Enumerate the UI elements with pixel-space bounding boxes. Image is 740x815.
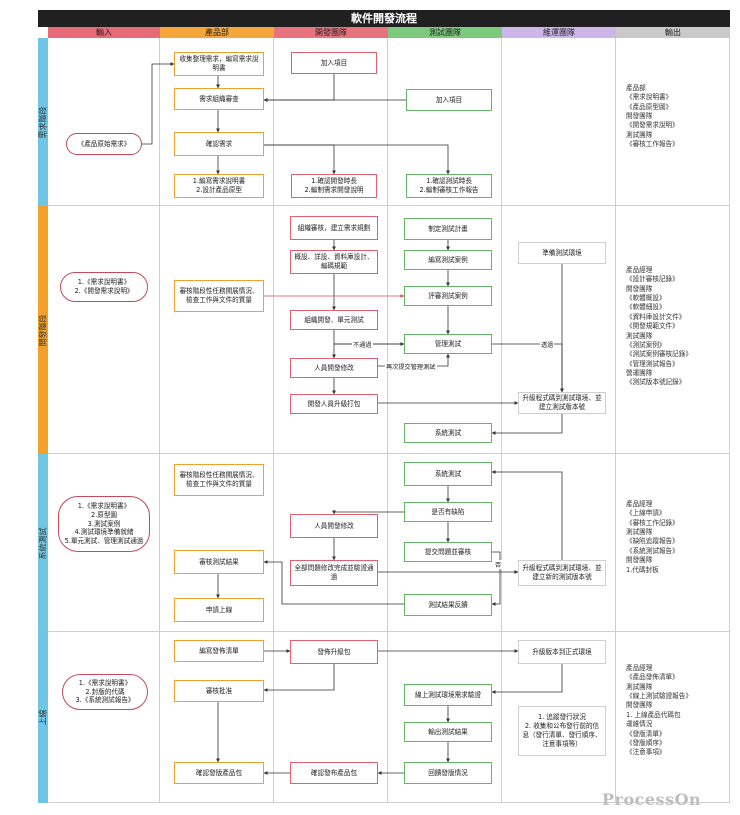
grid-cell: [274, 38, 388, 206]
grid-cell: [502, 38, 616, 206]
grid-cell: [48, 206, 160, 454]
p1-confirm-requirements[interactable]: 確認需求: [174, 132, 264, 156]
p2-test-plan[interactable]: 制定測試計畫: [404, 218, 492, 240]
p4-upgrade-production[interactable]: 升級版本到正式環境: [518, 640, 606, 664]
label-not-pass: 不通過: [352, 340, 373, 349]
grid-cell: [502, 206, 616, 454]
p2-review-test-cases[interactable]: 評審測試案例: [404, 286, 492, 306]
grid-cell: [160, 632, 274, 803]
grid-cell: [616, 38, 730, 206]
p2-input[interactable]: 1.《需求說明書》 2.《開發需求說明》: [60, 272, 148, 302]
p4-input[interactable]: 1.《需求說明書》 2.封版的代碼 3.《系統測試報告》: [62, 674, 148, 710]
grid-cell: [388, 38, 502, 206]
column-header-input: 輸入: [48, 27, 160, 38]
column-header-dev: 開發團隊: [274, 27, 388, 38]
lane-header-launch: 上線: [38, 632, 48, 803]
grid-cell: [274, 454, 388, 632]
column-header-test: 測試團隊: [388, 27, 502, 38]
label-resubmit: 再次提交管理測試: [385, 362, 437, 371]
grid-cell: [48, 38, 160, 206]
label-no: 否: [494, 560, 503, 569]
p2-outputs: 產品經理 《設計審核記錄》 開發團隊 《軟體概設》 《軟體細設》 《資料庫設計文…: [626, 266, 692, 387]
p2-coding-unit-test[interactable]: 組織開發、單元測試: [290, 310, 378, 330]
grid-cell: [160, 38, 274, 206]
p4-write-release-list[interactable]: 編寫發佈清單: [174, 640, 264, 662]
p2-product-review[interactable]: 審核階段性任務開展情況、檢查工作與文件的質量: [174, 280, 264, 312]
p3-has-defect[interactable]: 是否有缺陷: [404, 502, 492, 522]
label-pass: 透過: [540, 340, 555, 349]
p4-output-test-results[interactable]: 輸出測試結果: [404, 722, 492, 742]
p2-dev-upgrade-package[interactable]: 開發人員升級打包: [290, 394, 378, 414]
watermark-logo: ProcessOn: [602, 790, 702, 809]
grid-cell: [388, 454, 502, 632]
column-header-product: 產品部: [160, 27, 274, 38]
column-header-output: 輸出: [616, 27, 730, 38]
p1-requirements-review[interactable]: 需求組織審查: [174, 88, 264, 110]
p1-dev-join-project[interactable]: 加入項目: [291, 52, 377, 74]
grid-cell: [616, 632, 730, 803]
grid-cell: [616, 206, 730, 454]
column-header-ops: 維運團隊: [502, 27, 616, 38]
p1-test-deliverables[interactable]: 1.確認測試時長 2.編制審核工作報告: [406, 174, 492, 198]
p1-outputs: 產品部 《需求說明書》 《產品原型圖》 開發團隊 《開發需求說明》 測試團隊 《…: [626, 84, 679, 149]
p2-dev-fix[interactable]: 人員開發修改: [290, 358, 378, 378]
grid-cell: [160, 206, 274, 454]
grid-cell: [160, 454, 274, 632]
lane-header-system-test: 系統測試: [38, 454, 48, 632]
p1-collect-requirements[interactable]: 收集整理需求，編寫需求說明書: [174, 52, 264, 76]
p4-approve[interactable]: 審核批准: [174, 680, 264, 702]
p2-managed-test[interactable]: 管理測試: [404, 334, 492, 354]
p2-prepare-env[interactable]: 準備測試環境: [518, 242, 606, 264]
grid-cell: [48, 632, 160, 803]
grid-cell: [502, 632, 616, 803]
grid-cell: [502, 454, 616, 632]
lane-header-requirements: 需求階段: [38, 38, 48, 206]
p3-review-results[interactable]: 審核測試結果: [174, 550, 264, 574]
p3-system-test[interactable]: 系統測試: [404, 462, 492, 486]
p4-release-feedback[interactable]: 回饋發版情況: [404, 762, 492, 784]
grid-cell: [48, 454, 160, 632]
p3-deploy-test-env[interactable]: 升級程式碼到測試環境、並建立新的測試版本號: [518, 560, 606, 586]
grid-cell: [274, 206, 388, 454]
grid-cell: [388, 632, 502, 803]
grid-cell: [274, 632, 388, 803]
p2-organize-review[interactable]: 組織審核，建立需求規劃: [290, 216, 378, 240]
p4-online-verification[interactable]: 線上測試環境需求驗證: [404, 684, 492, 706]
p4-outputs: 產品經理 《產品發佈清單》 測試團隊 《線上測試驗證報告》 開發團隊 1. 上線…: [626, 664, 692, 757]
diagram-title: 軟件開發流程: [38, 10, 730, 27]
p1-test-join-project[interactable]: 加入項目: [406, 89, 492, 111]
p3-submit-issue[interactable]: 提交問題並審核: [404, 542, 492, 562]
p4-publish-package[interactable]: 發佈升級包: [290, 640, 378, 664]
grid-cell: [616, 454, 730, 632]
p3-all-fixed[interactable]: 全部問題修改完成並驗證通過: [290, 560, 378, 586]
p3-outputs: 產品經理 《上線申請》 《審核工作記錄》 測試團隊 《缺陷追蹤報告》 《系統測試…: [626, 500, 679, 574]
p1-dev-deliverables[interactable]: 1.確認開發時長 2.編制需求開發說明: [291, 174, 377, 198]
p4-confirm-release-package[interactable]: 確認發版產品包: [174, 762, 264, 784]
p2-write-test-cases[interactable]: 編寫測試案例: [404, 250, 492, 270]
p3-apply-launch[interactable]: 申請上線: [174, 598, 264, 622]
p1-input-raw-requirements[interactable]: 《產品原始需求》: [66, 133, 142, 155]
p3-dev-fix[interactable]: 人員開發修改: [290, 514, 378, 538]
p1-product-deliverables[interactable]: 1.編寫需求說明書 2.設計產品原型: [174, 174, 264, 198]
p2-system-test[interactable]: 系統測試: [404, 423, 492, 443]
grid-cell: [388, 206, 502, 454]
p2-design[interactable]: 概設、詳設、資料庫設計、編碼規範: [290, 250, 378, 274]
p4-ops-tracking[interactable]: 1. 追蹤發行狀況 2. 收集和公布發行前的信息（發行清單、發行順序、注意事項等…: [518, 706, 606, 756]
p2-deploy-test-env[interactable]: 升級程式碼到測試環境、並建立測試版本號: [518, 392, 606, 414]
p3-input[interactable]: 1.《需求說明書》 2.原型圖 3.測試案例 4.測試環境準備就緒 5.單元測試…: [58, 496, 150, 552]
lane-header-development: 開發階段: [38, 206, 48, 454]
p4-dev-confirm-package[interactable]: 確認發布產品包: [290, 762, 378, 784]
p3-test-feedback[interactable]: 測試結果反饋: [404, 594, 492, 616]
p3-product-review[interactable]: 審核階段性任務開展情況、檢查工作與文件的質量: [174, 464, 264, 496]
